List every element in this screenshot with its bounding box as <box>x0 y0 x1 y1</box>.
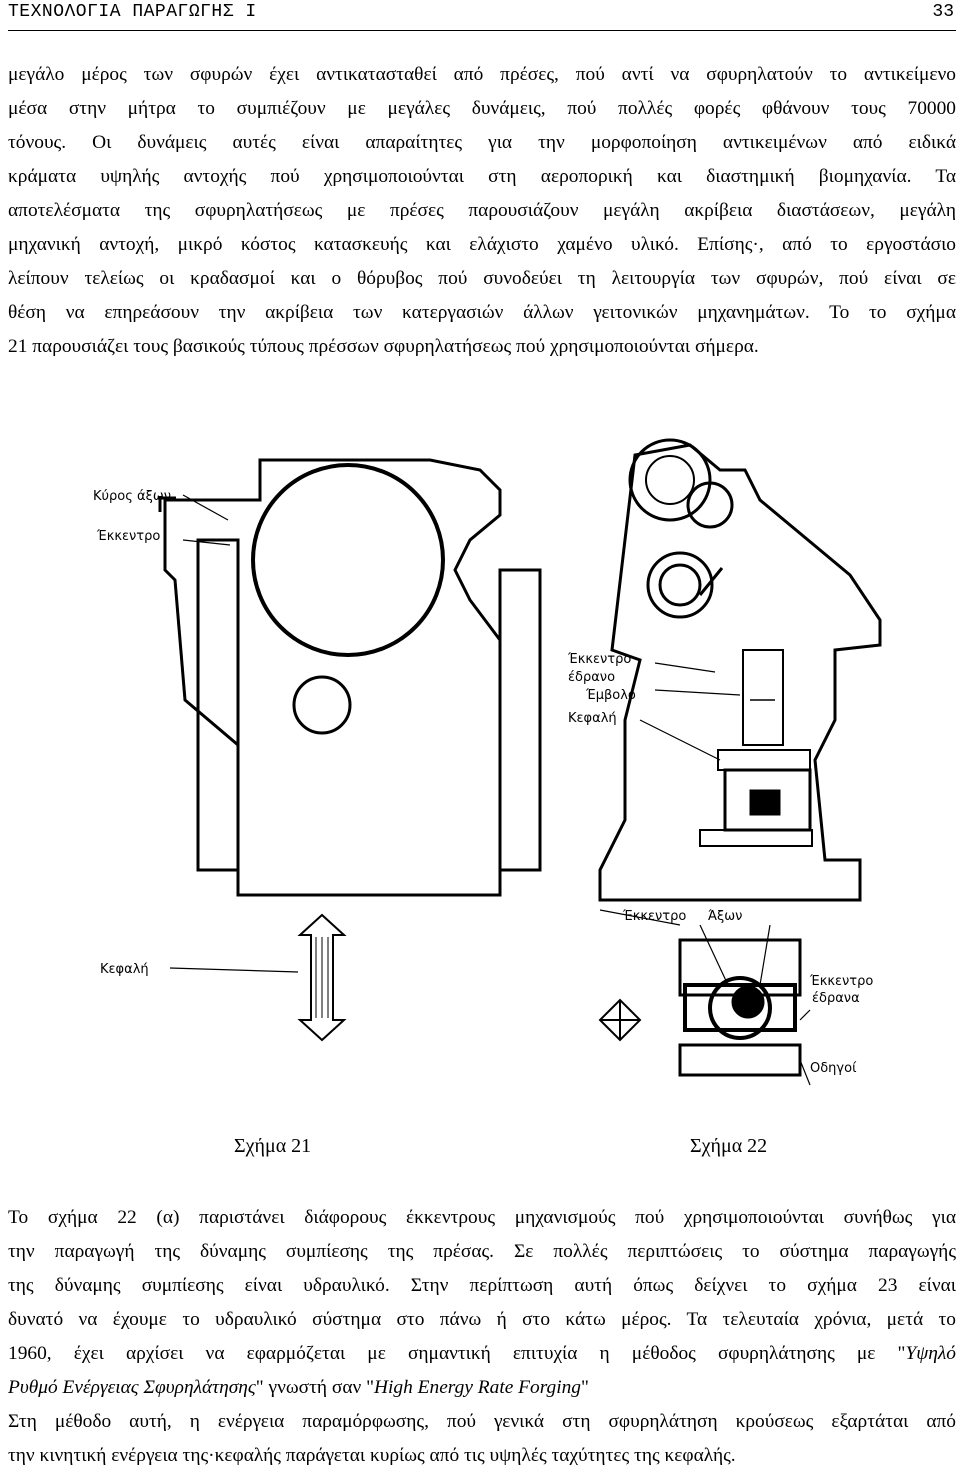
text-line: μέσα στην μήτρα το συμπιέζουν με μεγάλες… <box>8 98 956 119</box>
text-span: κράματα υψηλής αντοχής πού χρησιμοποιούν… <box>8 166 912 187</box>
text-line: της δύναμης συμπίεσης είναι υδραυλικό. Σ… <box>8 1275 956 1296</box>
label-shaft-bearings: Κύρος άξων <box>93 489 171 504</box>
text-line: Στη μέθοδο αυτή, η ενέργεια παραμόρφωσης… <box>8 1411 956 1432</box>
label-22a-eccentric-bearing-1: Έκκεντρο <box>567 652 631 667</box>
italic-text: Ρυθμό Ενέργειας Σφυρηλάτησης <box>8 1377 256 1398</box>
text-line: μηχανική αντοχή, μικρό κόστος κατασκευής… <box>8 234 956 255</box>
label-22b-guide: Οδηγοί <box>810 1061 857 1076</box>
label-22b-shaft: Άξων <box>708 909 742 924</box>
text-line: τόνους. Οι δυνάμεις αυτές είναι απαραίτη… <box>8 132 956 153</box>
text-line: λείπουν τελείως οι κραδασμοί και ο θόρυβ… <box>8 268 956 289</box>
text-line: την παραγωγή της δύναμης συμπίεσης της π… <box>8 1241 956 1262</box>
text-line: αποτελέσματα της σφυρηλατήσεως με πρέσες… <box>8 200 956 221</box>
text-line: 1960, έχει αρχίσει να εφαρμόζεται με σημ… <box>8 1337 956 1371</box>
figure-labels: Κύρος άξων Έκκεντρο Κεφαλή Έκκεντρο έδρα… <box>93 489 873 1076</box>
paragraph-1: μεγάλο μέρος των σφυρών έχει αντικαταστα… <box>8 58 956 364</box>
figure-22a-drawing <box>598 438 882 902</box>
figures-area: Κύρος άξων Έκκεντρο Κεφαλή Έκκεντρο έδρα… <box>93 438 882 1086</box>
label-22a-eccentric-bearing-2: έδρανο <box>568 670 615 685</box>
text-span: Το το σχήμα <box>829 302 956 323</box>
text-span: " <box>581 1377 589 1398</box>
text-line: Ρυθμό Ενέργειας Σφυρηλάτησης" γνωστή σαν… <box>8 1371 956 1405</box>
text-span: " γνωστή σαν " <box>255 1377 375 1398</box>
label-22a-head: Κεφαλή <box>568 711 617 726</box>
italic-text: High Energy Rate Forging <box>374 1377 582 1398</box>
label-eccentric: Έκκεντρο <box>96 529 160 544</box>
figure-21-caption: Σχήμα 21 <box>234 1135 312 1157</box>
label-22b-eccentric-bearings-1: Έκκεντρο <box>809 974 873 989</box>
page-header: ΤΕΧΝΟΛΟΓΙΑ ΠΑΡΑΓΩΓΗΣ Ι 33 <box>8 0 956 31</box>
text-line: την κινητική ενέργεια της·κεφαλής παράγε… <box>8 1445 736 1466</box>
text-line: κράματα υψηλής αντοχής πού χρησιμοποιούν… <box>8 160 956 194</box>
figure-21-drawing <box>158 458 542 1042</box>
paragraph-2: Το σχήμα 22 (α) παριστάνει διάφορους έκκ… <box>8 1201 956 1473</box>
figure-22-caption: Σχήμα 22 <box>690 1135 768 1157</box>
label-22b-eccentric: Έκκεντρο <box>622 909 686 924</box>
italic-text: Υψηλό <box>905 1343 956 1364</box>
text-line: μεγάλο μέρος των σφυρών έχει αντικαταστα… <box>8 64 956 85</box>
label-22b-eccentric-bearings-2: έδρανα <box>812 991 860 1006</box>
text-span: Τα <box>935 166 957 187</box>
text-span: 1960, έχει αρχίσει να εφαρμόζεται με σημ… <box>8 1343 906 1364</box>
label-22a-ram: Έμβολο <box>585 688 636 703</box>
text-line: θέση να επηρεάσουν την ακρίβεια των κατε… <box>8 296 956 330</box>
label-head: Κεφαλή <box>100 962 149 977</box>
text-span: θέση να επηρεάσουν την ακρίβεια των κατε… <box>8 302 810 323</box>
text-line: 21 παρουσιάζει τους βασικούς τύπους πρέσ… <box>8 336 759 357</box>
text-line: Το σχήμα 22 (α) παριστάνει διάφορους έκκ… <box>8 1207 956 1228</box>
running-title: ΤΕΧΝΟΛΟΓΙΑ ΠΑΡΑΓΩΓΗΣ Ι <box>8 2 257 22</box>
page-number: 33 <box>932 2 954 22</box>
figure-22b-drawing <box>598 909 811 1086</box>
text-line: δυνατό να έχουμε το υδραυλικό σύστημα στ… <box>8 1309 956 1330</box>
